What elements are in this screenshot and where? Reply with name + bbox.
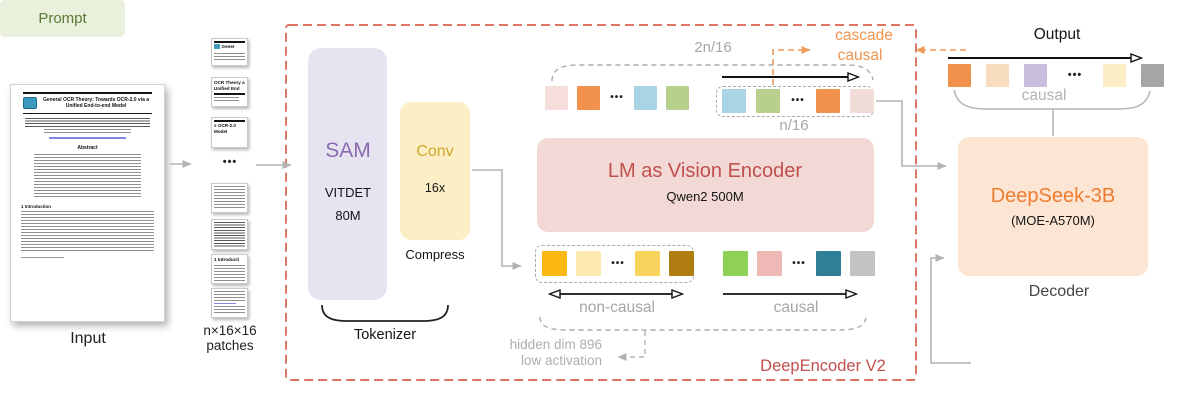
doc-rule [23, 92, 152, 94]
cascade-label: cascade [835, 27, 893, 44]
lm-title: LM as Vision Encoder [607, 160, 803, 182]
prompt-box: Prompt [0, 0, 125, 37]
token-ellipsis: ••• [792, 257, 806, 269]
token-count-2n16: 2n/16 [694, 39, 732, 56]
sam-params: 80M [335, 208, 361, 223]
token-square [1141, 64, 1164, 87]
patch-text-fragment: OCR Theory a Unified End [214, 80, 245, 91]
causal-label-output: causal [1021, 87, 1067, 104]
token-square [666, 86, 689, 110]
arrow-cascade-left [772, 46, 811, 85]
patch-thumbnail: Gener [211, 38, 248, 66]
doc-rule [23, 112, 152, 114]
hidden-dim-note: hidden dim 896 low activation [470, 337, 602, 369]
hidden-dim-line1: hidden dim 896 [509, 337, 602, 352]
sam-box [308, 48, 387, 300]
tokenizer-label: Tokenizer [353, 327, 417, 343]
doc-link-line [48, 137, 127, 139]
output-label: Output [1033, 26, 1081, 43]
token-square [757, 251, 782, 276]
patches-label: n×16×16 patches [203, 323, 256, 353]
token-square [850, 251, 875, 276]
token-count-n16: n/16 [779, 117, 809, 134]
cascade-causal-label: causal [837, 47, 883, 64]
patch-thumbnail: 1 Introducti [211, 254, 248, 284]
token-square [634, 86, 657, 110]
patch-ellipsis: ••• [222, 156, 238, 168]
brace-bottom-row [539, 316, 867, 331]
conv-ratio: 16x [424, 181, 446, 195]
lm-vision-encoder-box [537, 138, 874, 232]
patch-thumbnail [211, 183, 248, 213]
encoder-bottom-right-tokens: ••• [723, 251, 875, 276]
connector-tokens-to-decoder [876, 100, 947, 170]
token-square [986, 64, 1009, 87]
token-square [1103, 64, 1126, 87]
brace-2n16 [551, 64, 874, 82]
token-square [850, 89, 874, 113]
doc-title: General OCR Theory: Towards OCR-2.0 via … [42, 97, 150, 110]
token-square [577, 86, 600, 110]
doc-footnote-line [21, 256, 64, 258]
output-tokens: ••• [948, 64, 1164, 87]
patch-text-fragment: s OCR-2.0 Model [214, 123, 236, 134]
patch-thumbnail [211, 288, 248, 318]
prompt-label: Prompt [38, 10, 87, 27]
token-square [576, 251, 601, 276]
encoder-top-right-tokens: ••• [722, 89, 874, 113]
token-ellipsis: ••• [1067, 69, 1083, 81]
sam-title: SAM [325, 139, 371, 162]
patch-thumbnail: s OCR-2.0 Model [211, 117, 248, 148]
conv-box [400, 102, 470, 240]
doc-body-lines [21, 210, 154, 253]
deepseek-title: DeepSeek-3B [990, 185, 1116, 207]
token-square [542, 251, 567, 276]
token-square [816, 251, 841, 276]
token-square [545, 86, 568, 110]
sam-subtitle: VITDET [324, 185, 372, 200]
doc-abstract-heading: Abstract [77, 144, 98, 151]
token-square [723, 251, 748, 276]
doc-affiliation-lines [43, 129, 132, 135]
token-square [756, 89, 780, 113]
deepseek-subtitle: (MOE-A570M) [1011, 213, 1095, 228]
decoder-caption: Decoder [1028, 283, 1090, 300]
token-square [669, 251, 694, 276]
patch-text-fragment: 1 Introducti [214, 257, 240, 262]
patch-thumbnail: OCR Theory a Unified End [211, 77, 248, 107]
token-square [948, 64, 971, 87]
input-document-thumbnail: General OCR Theory: Towards OCR-2.0 via … [10, 84, 165, 322]
doc-intro-heading: 1 Introduction [21, 203, 51, 209]
patches-label-line2: patches [206, 338, 254, 353]
non-causal-label: non-causal [579, 299, 655, 316]
token-ellipsis: ••• [610, 92, 624, 103]
brace-tokenizer [321, 304, 449, 322]
encoder-top-left-tokens: ••• [545, 86, 689, 110]
token-ellipsis: ••• [791, 95, 805, 106]
connector-hidden-dim-note [617, 331, 646, 361]
token-square [722, 89, 746, 113]
conv-title: Conv [416, 143, 454, 160]
token-ellipsis: ••• [611, 257, 625, 269]
deepencoder-box-label: DeepEncoder V2 [760, 357, 886, 375]
patch-text-fragment: Gener [221, 44, 235, 49]
compress-label: Compress [405, 247, 465, 262]
input-label: Input [70, 330, 106, 347]
doc-abstract-lines [34, 153, 141, 198]
patch-thumbnail [211, 219, 248, 250]
lm-subtitle: Qwen2 500M [666, 189, 744, 204]
doc-authors-lines [24, 118, 150, 127]
causal-label-encoder: causal [773, 299, 819, 316]
deepseek-decoder-box [958, 137, 1148, 276]
token-square [635, 251, 660, 276]
encoder-bottom-left-tokens: ••• [542, 251, 694, 276]
token-square [1024, 64, 1047, 87]
hidden-dim-line2: low activation [520, 353, 602, 369]
robot-logo-icon [214, 44, 220, 50]
token-square [816, 89, 840, 113]
connector-conv-to-tokens [472, 169, 522, 270]
patches-label-line1: n×16×16 [203, 323, 257, 338]
robot-logo-icon [23, 97, 37, 110]
